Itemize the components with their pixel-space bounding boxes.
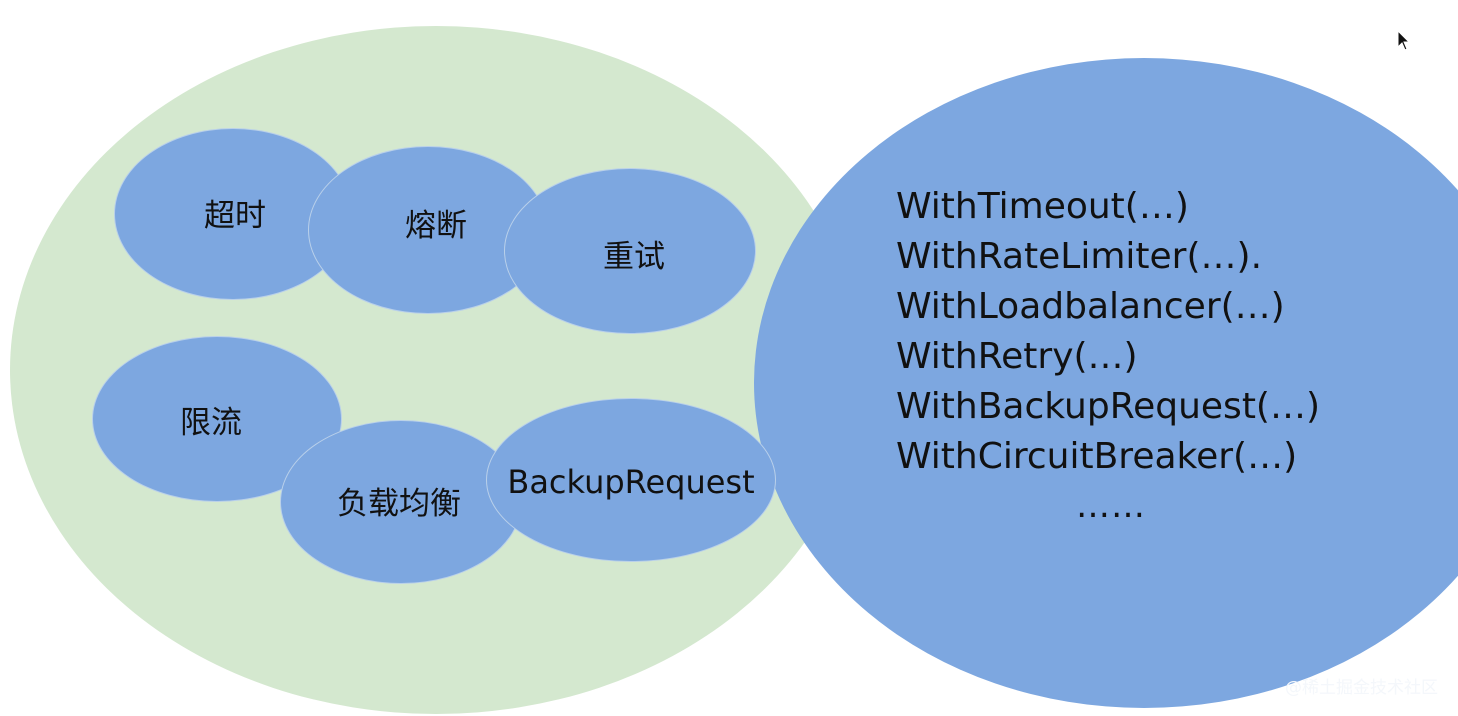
option-with-timeout: WithTimeout(…) [896,186,1189,227]
mouse-pointer-icon [1397,30,1411,51]
retry-bubble: 重试 [504,168,756,334]
timeout-label: 超时 [204,197,266,234]
option-with-circuit-breaker: WithCircuitBreaker(…) [896,436,1298,477]
client-option-list: WithTimeout(…) WithRateLimiter(…). WithL… [896,182,1320,482]
rate-limit-label: 限流 [180,404,242,441]
circuit-breaker-label: 熔断 [405,207,467,244]
option-with-loadbalancer: WithLoadbalancer(…) [896,286,1285,327]
client-options-ellipse [754,58,1458,708]
option-list-ellipsis: …… [1076,486,1146,526]
backup-request-bubble: BackupRequest [486,398,776,562]
option-with-backup-request: WithBackupRequest(…) [896,386,1321,427]
load-balancing-label: 负载均衡 [337,485,461,522]
option-with-rate-limiter: WithRateLimiter(…). [896,236,1263,277]
retry-label: 重试 [603,238,665,275]
load-balancing-bubble: 负载均衡 [280,420,522,584]
backup-request-label: BackupRequest [507,463,755,501]
watermark: @稀土掘金技术社区 [1285,678,1438,698]
option-with-retry: WithRetry(…) [896,336,1138,377]
